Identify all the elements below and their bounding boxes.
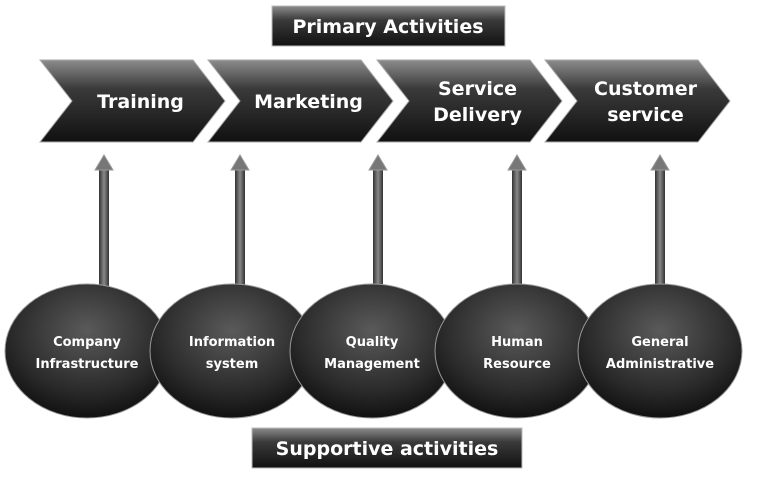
supportive-activities-label: Supportive activities	[276, 438, 499, 460]
up-arrow-icon	[507, 154, 527, 288]
supportive-activity-label: system	[206, 357, 259, 372]
primary-activity-label: Training	[97, 91, 184, 113]
primary-activity-chevron: Marketing	[206, 59, 394, 143]
primary-activities-label: Primary Activities	[292, 16, 483, 38]
supportive-activity-label: Quality	[346, 335, 399, 350]
supportive-activity-label: Human	[491, 335, 543, 350]
up-arrow-icon	[230, 154, 250, 288]
primary-activity-label: Marketing	[254, 91, 363, 113]
supportive-activity-label: Administrative	[606, 357, 714, 372]
primary-activity-chevron: Customer service	[543, 59, 731, 143]
supportive-activity-label: Company	[53, 335, 121, 350]
supportive-activity-label: General	[631, 335, 688, 350]
primary-activity-chevron: Training	[38, 59, 226, 143]
up-arrow-icon	[650, 154, 670, 288]
primary-activity-label: Customer	[594, 78, 698, 100]
primary-activities-header: Primary Activities	[271, 5, 506, 47]
primary-activity-label: Delivery	[433, 104, 522, 126]
supportive-activity-ellipse: Information system	[149, 283, 315, 419]
primary-activity-label: Service	[438, 78, 517, 100]
up-arrow-icon	[94, 154, 114, 288]
supportive-activity-label: Management	[324, 357, 420, 372]
supportive-activity-label: Resource	[483, 357, 551, 372]
supportive-activity-label: Infrastructure	[36, 357, 139, 372]
supportive-activity-label: Information	[189, 335, 275, 350]
primary-activity-label: service	[607, 104, 684, 126]
supportive-activities-header: Supportive activities	[251, 427, 523, 469]
up-arrow-icon	[368, 154, 388, 288]
